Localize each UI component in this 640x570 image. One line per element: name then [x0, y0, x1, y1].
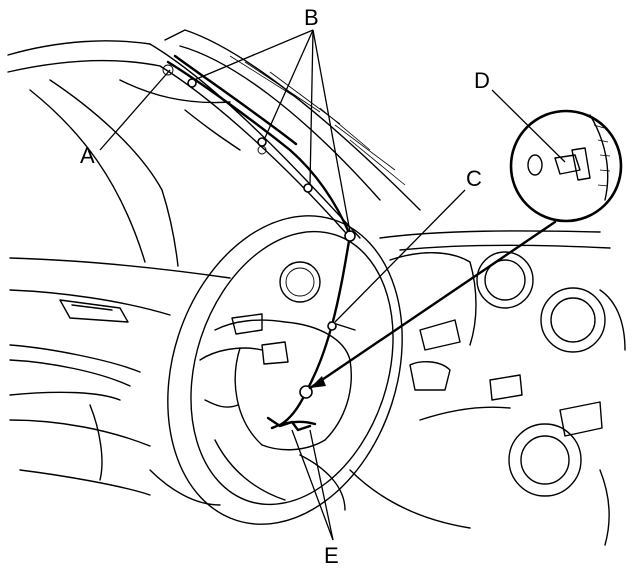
label-a: A	[80, 143, 95, 168]
leader-b-3	[309, 29, 314, 186]
label-d: D	[474, 68, 490, 93]
clip-c	[327, 321, 337, 331]
inset-pointer-line	[308, 220, 557, 390]
leader-e-2	[309, 429, 334, 541]
leader-a	[99, 69, 171, 151]
connector-e	[266, 416, 312, 432]
door-panel	[9, 289, 221, 506]
label-e: E	[324, 543, 339, 568]
leader-lines	[99, 29, 566, 541]
windshield-and-pillar	[7, 29, 611, 279]
steering-wheel	[167, 215, 403, 525]
leader-e-1	[291, 429, 334, 541]
leader-d	[491, 89, 566, 163]
detail-inset	[308, 109, 623, 390]
leader-b-2	[263, 29, 314, 141]
leader-b-1	[193, 29, 314, 81]
airbag-harness	[166, 54, 356, 432]
leader-b-4	[312, 29, 351, 233]
dashboard-right	[349, 251, 626, 546]
label-c: C	[466, 166, 482, 191]
clip-b-3	[303, 183, 313, 193]
label-b: B	[304, 5, 319, 30]
leader-c	[334, 189, 466, 323]
clip-b-1	[187, 78, 197, 88]
harness-connector	[299, 385, 313, 399]
clip-b-4	[344, 230, 356, 242]
